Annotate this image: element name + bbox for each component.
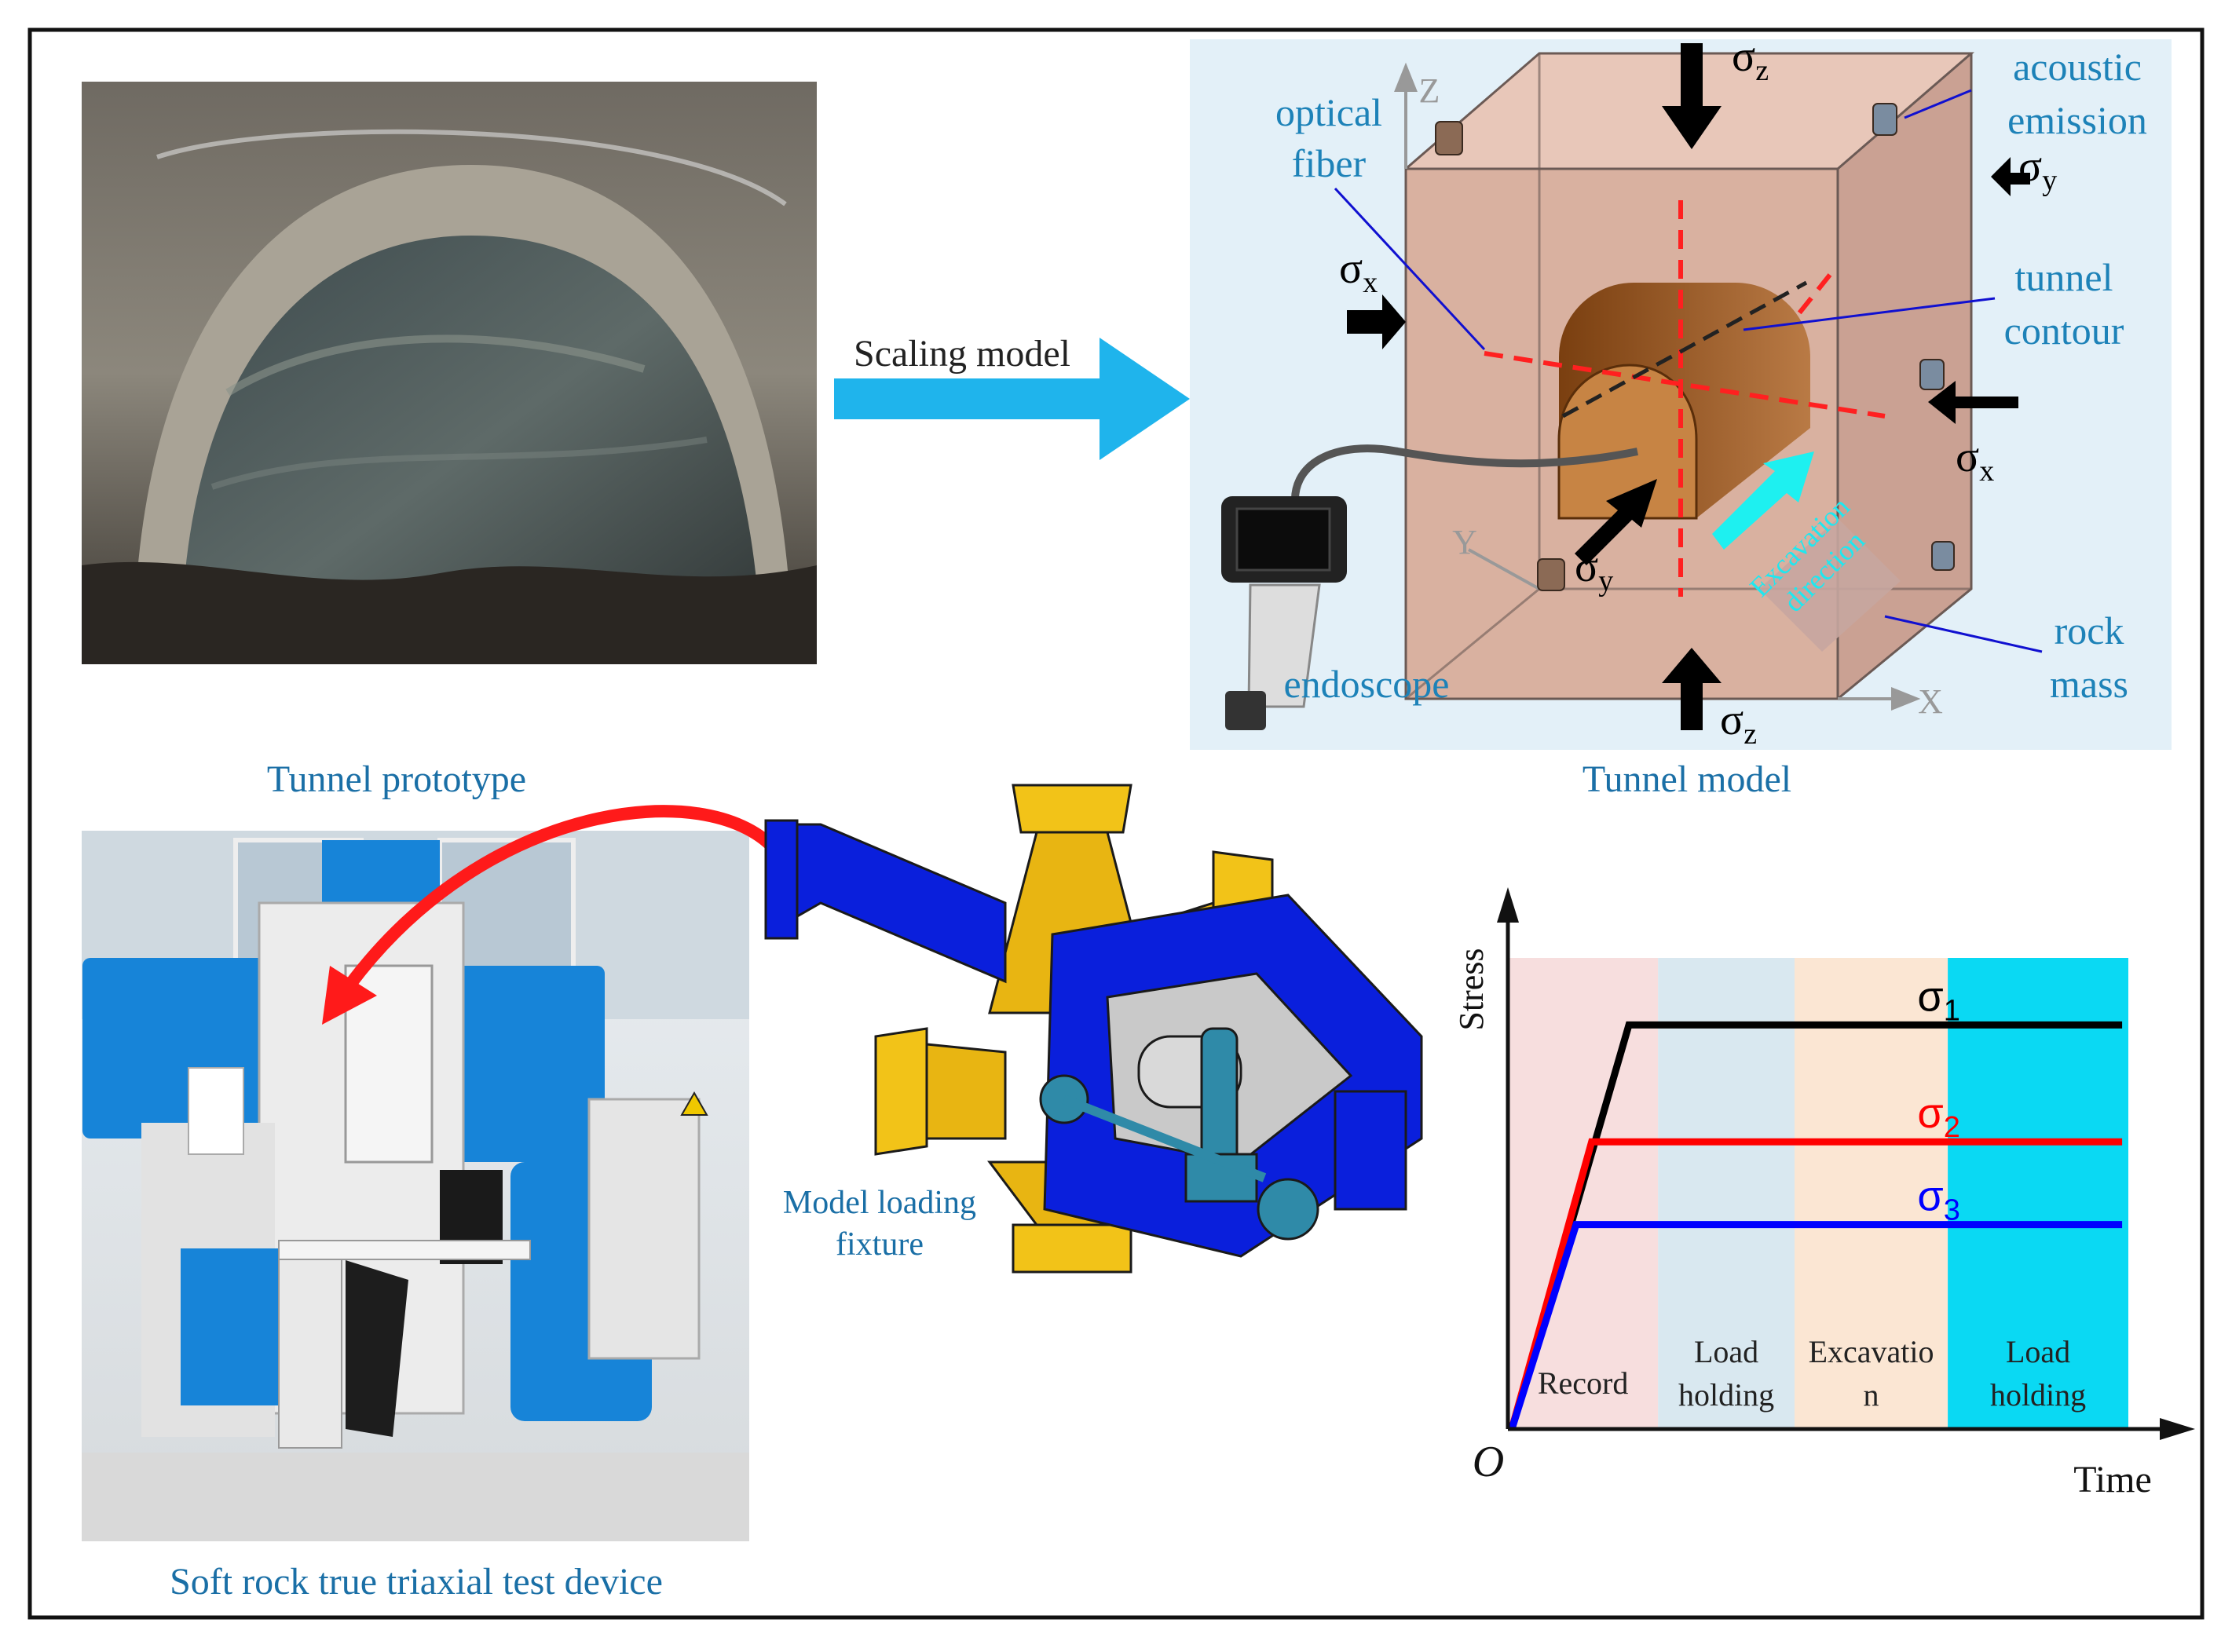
model-caption: Tunnel model: [1583, 758, 1791, 800]
sigma-x-right: σx: [1956, 433, 1994, 488]
optical-fiber-label-1: optical: [1275, 90, 1382, 134]
acoustic-emission-sensors: [1435, 103, 1955, 591]
phase-label: n: [1864, 1377, 1879, 1413]
tunnel-contour-label-1: tunnel: [2015, 255, 2113, 299]
model-loading-fixture: [764, 784, 1423, 1274]
phase-label: Excavatio: [1809, 1334, 1934, 1369]
y-axis-arrow: [1497, 887, 1519, 923]
sigma-y-top: σy: [2018, 142, 2057, 197]
fixture-label-1: Model loading: [783, 1185, 976, 1221]
rock-mass-label-2: mass: [2050, 662, 2128, 706]
tunnel-contour-label-2: contour: [2004, 309, 2124, 353]
axis-x-label: X: [1918, 682, 1943, 721]
sigma-z-top: σz: [1732, 32, 1769, 87]
stress-time-chart: Record Load holding Excavatio n Load holding σ1…: [1452, 887, 2195, 1500]
scaling-model-label: Scaling model: [854, 333, 1070, 375]
series-label: σ2: [1917, 1090, 1959, 1144]
rock-mass-label-1: rock: [2055, 609, 2124, 652]
red-curved-arrow: [322, 805, 778, 1025]
sigma-y-front: σy: [1575, 543, 1613, 598]
phase-band: [1658, 958, 1795, 1429]
phase-label: Record: [1538, 1365, 1629, 1401]
chart-ylabel: Stress: [1452, 948, 1491, 1030]
true-triaxial-device-photo: [82, 831, 749, 1541]
axis-y-label: Y: [1452, 523, 1477, 561]
endoscope-label: endoscope: [1283, 662, 1449, 706]
figure-frame: [27, 27, 2205, 1620]
phase-label: holding: [1990, 1377, 2086, 1413]
phase-band: [1794, 958, 1948, 1429]
model-labels: optical fiber acoustic emission tunnel c…: [1275, 32, 2147, 751]
device-caption: Soft rock true triaxial test device: [170, 1561, 663, 1603]
endoscope-device: [1221, 444, 1638, 730]
chart-xlabel: Time: [2073, 1459, 2152, 1500]
series-line: [1508, 1221, 2123, 1431]
sigma-z-bottom: σz: [1720, 696, 1757, 751]
series-label: σ1: [1917, 973, 1959, 1027]
phase-label: holding: [1678, 1377, 1774, 1413]
prototype-caption: Tunnel prototype: [267, 758, 526, 800]
series-label: σ3: [1917, 1173, 1959, 1227]
acoustic-emission-label-1: acoustic: [2013, 45, 2142, 89]
scaling-arrow: [834, 338, 1190, 460]
chart-origin: O: [1473, 1438, 1504, 1486]
x-axis-arrow: [2160, 1418, 2195, 1440]
sigma-x-left: σx: [1339, 244, 1378, 299]
phase-band: [1948, 958, 2128, 1429]
axis-z-label: Z: [1419, 71, 1440, 110]
excavation-direction-arrow: [1712, 451, 1901, 652]
phase-label: Load: [1694, 1334, 1758, 1369]
tunnel-model-panel: [1190, 39, 2172, 750]
tunnel-prototype-photo: [82, 82, 817, 664]
phase-label: Load: [2006, 1334, 2070, 1369]
optical-fiber-label-2: fiber: [1292, 141, 1367, 185]
acoustic-emission-label-2: emission: [2007, 98, 2147, 142]
stress-arrows: [1347, 43, 2030, 730]
fixture-label-2: fixture: [836, 1226, 924, 1263]
